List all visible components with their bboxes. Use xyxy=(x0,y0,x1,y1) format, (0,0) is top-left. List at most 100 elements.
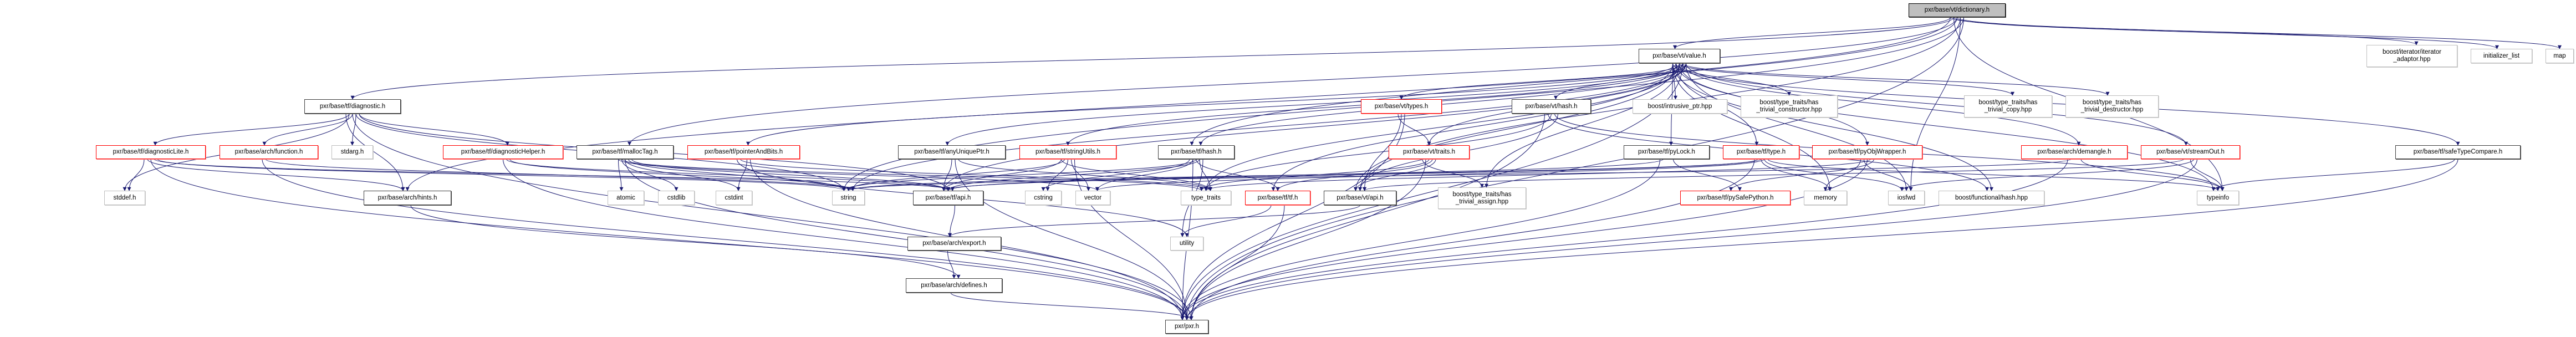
graph-node-label: iosfwd xyxy=(1897,194,1916,201)
graph-node-demangle[interactable]: pxr/base/arch/demangle.h xyxy=(2021,145,2128,159)
graph-node-map[interactable]: map xyxy=(2546,49,2574,63)
edge-tf-to-pxr xyxy=(1189,205,1285,320)
graph-node-type[interactable]: pxr/base/tf/type.h xyxy=(1723,145,1799,159)
graph-node-vthash[interactable]: pxr/base/vt/hash.h xyxy=(1512,99,1591,114)
edge-demangle-to-pxr xyxy=(1180,159,2068,320)
graph-node-label: type_traits xyxy=(1191,194,1221,201)
graph-node-type_traits[interactable]: type_traits xyxy=(1181,191,1231,205)
edge-value-to-streamOut xyxy=(1686,63,2188,146)
edge-diagnostic-to-hints xyxy=(345,113,405,191)
graph-node-stddef[interactable]: stddef.h xyxy=(104,191,145,205)
graph-node-label: cstdint xyxy=(725,194,743,201)
edge-traits-to-pxr xyxy=(1189,159,1426,320)
graph-node-value[interactable]: pxr/base/vt/value.h xyxy=(1639,49,1720,63)
edge-diagnosticHelper-to-pxr xyxy=(503,159,1185,320)
edge-mallocTag-to-tfapi xyxy=(631,159,950,191)
edge-mallocTag-to-vector xyxy=(618,159,1099,191)
graph-node-pyLock[interactable]: pxr/base/tf/pyLock.h xyxy=(1624,145,1710,159)
edge-tfhash-to-tfapi xyxy=(946,159,1200,191)
graph-node-htcopy[interactable]: boost/type_traits/has _trivial_copy.hpp xyxy=(1964,95,2052,118)
edge-streamOut-to-vtapi xyxy=(1363,159,2184,191)
graph-node-tfapi[interactable]: pxr/base/tf/api.h xyxy=(913,191,983,205)
graph-node-vector[interactable]: vector xyxy=(1075,191,1110,205)
graph-node-label: map xyxy=(2553,52,2566,59)
graph-node-defines[interactable]: pxr/base/arch/defines.h xyxy=(906,278,1002,293)
graph-node-traits[interactable]: pxr/base/vt/traits.h xyxy=(1389,145,1470,159)
graph-node-label: boost/type_traits/has _trivial_destructo… xyxy=(2080,99,2144,113)
edge-type-to-typeinfo xyxy=(1767,159,2220,191)
edge-diagnosticLite-to-pxr xyxy=(150,159,1189,320)
graph-node-initializer_list[interactable]: initializer_list xyxy=(2471,49,2532,63)
graph-node-label: pxr/base/vt/api.h xyxy=(1337,194,1384,201)
graph-node-htc[interactable]: boost/type_traits/has _trivial_construct… xyxy=(1741,95,1838,118)
graph-node-pyObjWrapper[interactable]: pxr/base/tf/pyObjWrapper.h xyxy=(1812,145,1922,159)
graph-node-streamOut[interactable]: pxr/base/vt/streamOut.h xyxy=(2141,145,2240,159)
graph-node-tfhash[interactable]: pxr/base/tf/hash.h xyxy=(1158,145,1235,159)
edge-anyUniquePtr-to-tfapi xyxy=(942,159,952,191)
graph-node-hashhpp[interactable]: boost/functional/hash.hpp xyxy=(1939,191,2044,205)
edge-pyObjWrapper-to-type_traits xyxy=(1204,159,1871,191)
graph-node-label: pxr/base/tf/api.h xyxy=(925,194,971,201)
graph-node-label: pxr/base/arch/export.h xyxy=(922,240,986,247)
graph-node-label: boost/intrusive_ptr.hpp xyxy=(1647,103,1712,110)
graph-node-string[interactable]: string xyxy=(832,191,865,205)
edge-dictionary-to-map xyxy=(1957,17,2562,49)
graph-node-label: pxr/base/tf/tf.h xyxy=(1257,194,1298,201)
edge-stringUtils-to-type_traits xyxy=(1061,159,1212,191)
edge-value-to-demangle xyxy=(1682,63,2081,146)
graph-node-label: pxr/base/tf/mallocTag.h xyxy=(592,149,658,155)
edge-diagnostic-to-stdarg xyxy=(350,113,356,146)
graph-node-pySafePython[interactable]: pxr/base/tf/pySafePython.h xyxy=(1680,191,1791,205)
graph-node-intrusive_ptr[interactable]: boost/intrusive_ptr.hpp xyxy=(1633,99,1727,114)
edge-pointerAndBits-to-cstdint xyxy=(736,159,747,191)
graph-node-cstdint[interactable]: cstdint xyxy=(716,191,752,205)
graph-node-diagnosticLite[interactable]: pxr/base/tf/diagnosticLite.h xyxy=(96,145,206,159)
graph-node-htd[interactable]: boost/type_traits/has _trivial_destructo… xyxy=(2065,95,2159,118)
graph-node-anyUniquePtr[interactable]: pxr/base/tf/anyUniquePtr.h xyxy=(898,145,1006,159)
graph-node-hta[interactable]: boost/type_traits/has _trivial_assign.hp… xyxy=(1438,187,1526,209)
graph-node-safeTypeCompare[interactable]: pxr/base/tf/safeTypeCompare.h xyxy=(2395,145,2521,159)
edge-safeTypeCompare-to-typeinfo xyxy=(2211,159,2455,191)
edge-stringUtils-to-tfapi xyxy=(942,159,1062,191)
graph-node-mallocTag[interactable]: pxr/base/tf/mallocTag.h xyxy=(577,145,674,159)
graph-node-export[interactable]: pxr/base/arch/export.h xyxy=(907,237,1001,251)
graph-node-stringUtils[interactable]: pxr/base/tf/stringUtils.h xyxy=(1019,145,1116,159)
graph-node-label: pxr/base/vt/dictionary.h xyxy=(1924,7,1990,13)
graph-node-iterator_adaptor[interactable]: boost/iterator/iterator _adaptor.hpp xyxy=(2366,45,2457,67)
graph-node-dictionary[interactable]: pxr/base/vt/dictionary.h xyxy=(1909,3,2006,17)
edge-anyUniquePtr-to-pxr xyxy=(955,159,1189,320)
edge-pyObjWrapper-to-memory xyxy=(1823,159,1861,191)
edge-mallocTag-to-pxr xyxy=(625,159,1189,320)
edge-anyUniquePtr-to-type_traits xyxy=(958,159,1212,191)
graph-node-utility[interactable]: utility xyxy=(1170,237,1203,251)
edge-type-to-string xyxy=(846,159,1762,191)
graph-node-pxr[interactable]: pxr/pxr.h xyxy=(1165,320,1208,334)
edge-type-to-pxr xyxy=(1189,159,1755,320)
graph-node-cstring[interactable]: cstring xyxy=(1025,191,1062,205)
edge-value-to-typeinfo xyxy=(1676,63,2216,191)
edge-demangle-to-string xyxy=(846,159,2072,191)
graph-node-types[interactable]: pxr/base/vt/types.h xyxy=(1361,99,1442,114)
edge-defines-to-pxr xyxy=(950,292,1193,320)
graph-node-atomic[interactable]: atomic xyxy=(608,191,644,205)
edge-traits-to-vtapi xyxy=(1354,159,1436,191)
edge-stringUtils-to-pxr xyxy=(1074,159,1189,320)
graph-node-diagnosticHelper[interactable]: pxr/base/tf/diagnosticHelper.h xyxy=(443,145,563,159)
graph-node-iosfwd[interactable]: iosfwd xyxy=(1888,191,1925,205)
edge-tfapi-to-export xyxy=(948,205,955,237)
graph-node-diagnostic[interactable]: pxr/base/tf/diagnostic.h xyxy=(304,99,401,114)
graph-node-typeinfo[interactable]: typeinfo xyxy=(2197,191,2239,205)
graph-node-vtapi[interactable]: pxr/base/vt/api.h xyxy=(1324,191,1396,205)
graph-node-label: pxr/base/tf/pySafePython.h xyxy=(1697,194,1774,201)
edge-types-to-vtapi xyxy=(1363,113,1402,191)
graph-node-label: pxr/base/tf/stringUtils.h xyxy=(1035,149,1100,155)
graph-node-cstdlib[interactable]: cstdlib xyxy=(658,191,695,205)
graph-node-memory[interactable]: memory xyxy=(1804,191,1847,205)
edge-mallocTag-to-string xyxy=(628,159,846,191)
graph-node-stdarg[interactable]: stdarg.h xyxy=(331,145,373,159)
graph-node-pointerAndBits[interactable]: pxr/base/tf/pointerAndBits.h xyxy=(687,145,800,159)
graph-node-hints[interactable]: pxr/base/arch/hints.h xyxy=(364,191,451,205)
graph-node-tf[interactable]: pxr/base/tf/tf.h xyxy=(1245,191,1310,205)
graph-node-label: cstdlib xyxy=(667,194,686,201)
graph-node-function[interactable]: pxr/base/arch/function.h xyxy=(220,145,318,159)
